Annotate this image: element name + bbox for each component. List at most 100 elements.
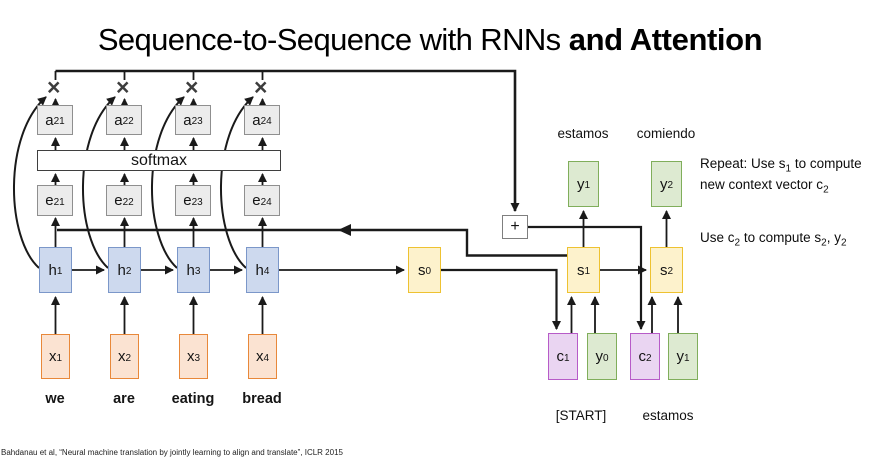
label: e	[114, 192, 123, 209]
label: s	[417, 261, 426, 279]
label: x	[48, 348, 57, 365]
label: a	[183, 111, 192, 129]
softmax-box: softmax	[37, 150, 281, 171]
label: y	[576, 175, 585, 193]
curve-h3-times	[151, 96, 185, 269]
softmax-label: softmax	[130, 151, 187, 169]
label-sub: 1	[56, 266, 63, 277]
label: h	[186, 261, 195, 279]
label-sub: 21	[53, 116, 65, 127]
label: x	[117, 348, 126, 365]
label: a	[45, 111, 54, 129]
output-word-estamos: estamos	[557, 126, 609, 141]
label-sub: 2	[125, 266, 132, 277]
label-sub: 4	[263, 266, 270, 277]
label: x	[255, 348, 264, 365]
note-sub: 2	[823, 184, 829, 196]
decoder-arrows	[567, 210, 683, 333]
label: y	[659, 175, 668, 193]
multiply-icon: ×	[185, 74, 199, 100]
label-sub: 23	[191, 196, 203, 208]
page-title: Sequence-to-Sequence with RNNs and Atten…	[0, 22, 860, 58]
label-sub: 1	[683, 352, 690, 364]
label-sub: 0	[425, 266, 432, 277]
note-repeat: Repeat: Use s1 to compute new context ve…	[700, 155, 868, 196]
label: h	[117, 261, 126, 279]
input-word-we: we	[45, 391, 65, 407]
label: y	[676, 348, 684, 365]
input-word-are: are	[113, 391, 135, 407]
note-text: Use c	[700, 230, 735, 245]
input-word-eating: eating	[171, 391, 215, 407]
curve-h4-times	[220, 96, 254, 269]
label: e	[183, 192, 192, 209]
label: c	[638, 348, 646, 365]
label-sub: 1	[584, 266, 591, 277]
label: y	[595, 348, 603, 365]
label: e	[252, 192, 261, 209]
multiply-icon: ×	[116, 74, 130, 100]
label-sub: 2	[667, 266, 674, 277]
feedback-arrowhead	[338, 224, 351, 236]
label-sub: 1	[584, 180, 591, 191]
label-sub: 23	[191, 116, 203, 127]
note-text: to compute new context vector c	[700, 156, 862, 192]
curve-h1-times	[13, 96, 47, 269]
note-sub: 1	[785, 163, 792, 175]
note-sub: 2	[734, 237, 741, 249]
note-text: to compute s	[740, 230, 822, 245]
s1-attention-feedback-line	[57, 228, 567, 257]
decoder-input-word-estamos: estamos	[642, 408, 694, 423]
label: s	[576, 261, 585, 279]
label-sub: 2	[125, 352, 132, 364]
title-bold: and Attention	[560, 22, 763, 57]
label: s	[659, 261, 668, 279]
multiply-icon: ×	[47, 74, 61, 100]
label-sub: 2	[645, 352, 652, 364]
sum-box: +	[502, 215, 528, 239]
plus-icon: +	[510, 218, 520, 235]
label-sub: 21	[53, 196, 65, 208]
label-sub: 22	[122, 116, 134, 127]
label-sub: 24	[260, 116, 272, 127]
attention-multiply-curves	[13, 96, 254, 269]
label-sub: 2	[667, 180, 674, 191]
label-sub: 3	[194, 266, 201, 277]
label: x	[186, 348, 195, 365]
input-word-bread: bread	[242, 391, 282, 407]
note-sub: 2	[840, 237, 847, 249]
citation: Bahdanau et al, “Neural machine translat…	[1, 448, 343, 457]
label-sub: 22	[122, 196, 134, 208]
label: c	[556, 348, 564, 365]
curve-h2-times	[82, 96, 116, 269]
label-sub: 3	[194, 352, 201, 364]
label: e	[45, 192, 54, 209]
label: a	[114, 111, 123, 129]
label-sub: 4	[263, 352, 270, 364]
sum-c2-line	[528, 225, 646, 330]
multiply-icon: ×	[254, 74, 268, 100]
sum-collector-line	[55, 69, 520, 212]
